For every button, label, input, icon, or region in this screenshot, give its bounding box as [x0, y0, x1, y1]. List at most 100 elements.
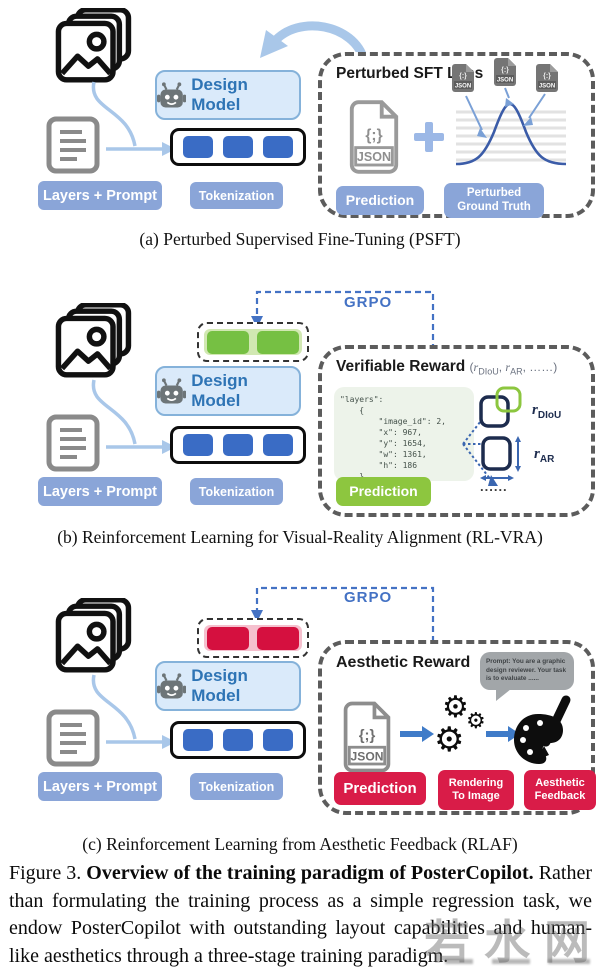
ground-truth-line2: Ground Truth [457, 200, 531, 213]
token [183, 136, 213, 158]
figure-caption: Figure 3. Overview of the training parad… [9, 860, 592, 970]
tokenization-label: Tokenization [190, 182, 283, 209]
grpo-label: GRPO [344, 294, 393, 311]
document-icon [46, 414, 100, 472]
perturbed-sft-loss-box: Perturbed SFT Loss {;} JSON [318, 52, 595, 218]
token [223, 434, 253, 456]
svg-text:{;}: {;} [365, 127, 382, 144]
grpo-feedback-path [251, 586, 435, 642]
design-model-label: Design Model [191, 371, 248, 410]
tokenization-label: Tokenization [190, 773, 283, 800]
token [263, 136, 293, 158]
mini-json-file-icon: {:} JSON {:} JSON {:} JSON [452, 58, 558, 92]
design-model-box: Design Model [155, 366, 301, 416]
json-file-icon: {;} JSON [349, 100, 399, 174]
design-model-box: Design Model [155, 70, 301, 120]
aspect-ratio-icon [480, 436, 521, 481]
diou-reward-label: rDIoU [532, 402, 562, 421]
rendering-to-image-label: Rendering To Image [438, 770, 514, 810]
caption-panel-a: (a) Perturbed Supervised Fine-Tuning (PS… [139, 229, 461, 249]
svg-text:{:}: {:} [543, 73, 551, 80]
ground-truth-line1: Perturbed [466, 187, 522, 200]
output-token [207, 330, 249, 354]
watermark: 若水网 [424, 916, 600, 968]
feedback-line2: Feedback [534, 790, 586, 802]
token [183, 729, 213, 751]
gears-icon: ⚙ ⚙ ⚙ [434, 691, 486, 759]
layers-prompt-label: Layers + Prompt [38, 477, 162, 506]
tokenization-strip [170, 426, 306, 464]
perturbed-ground-truth-label: Perturbed Ground Truth [444, 183, 544, 218]
svg-text:JSON: JSON [455, 84, 471, 90]
svg-text:JSON: JSON [351, 749, 384, 763]
reviewer-prompt-bubble: Prompt: You are a graphic design reviewe… [480, 652, 574, 701]
flow-connector [91, 81, 176, 156]
ar-reward-label: rAR [534, 446, 555, 465]
svg-text:JSON: JSON [357, 150, 391, 164]
design-model-box: Design Model [155, 661, 301, 711]
svg-text:{;}: {;} [359, 728, 376, 744]
arrow-right-icon [486, 726, 520, 742]
prediction-label: Prediction [336, 186, 424, 215]
output-token [257, 626, 299, 650]
watermark-subtext [548, 959, 590, 964]
token [263, 729, 293, 751]
arrow-right-icon [400, 726, 434, 742]
figure-caption-body: Rather than formulating the training pro… [9, 862, 592, 967]
image-stack-icon [55, 8, 132, 83]
image-stack-icon [55, 598, 132, 673]
layers-prompt-label: Layers + Prompt [38, 772, 162, 801]
watermark-subtext [492, 959, 530, 964]
document-icon [46, 116, 100, 174]
reward-title-main: Verifiable Reward [336, 358, 466, 375]
diou-overlap-icon [479, 386, 522, 428]
prediction-label: Prediction [336, 477, 431, 506]
curved-arrow-icon [260, 21, 369, 65]
robot-icon [157, 377, 187, 404]
feedback-line1: Aesthetic [535, 777, 585, 790]
figure-number: Figure 3. [9, 862, 87, 884]
perturbed-gaussian-chart: {:} JSON {:} JSON {:} JSON [452, 58, 567, 166]
aesthetic-reward-box: Aesthetic Reward Prompt: You are a graph… [318, 640, 596, 815]
svg-text:JSON: JSON [497, 78, 513, 84]
svg-text:JSON: JSON [539, 84, 555, 90]
watermark-subtext [445, 959, 473, 964]
caption-panel-b: (b) Reinforcement Learning for Visual-Re… [57, 527, 543, 547]
caption-panel-c: (c) Reinforcement Learning from Aestheti… [82, 834, 518, 854]
token [223, 729, 253, 751]
design-model-label: Design Model [191, 666, 248, 705]
grpo-label: GRPO [344, 589, 393, 606]
document-icon [46, 709, 100, 767]
rendering-line1: Rendering [448, 777, 504, 790]
reward-box-title: Verifiable Reward (rDIoU, rAR, ……) [336, 358, 557, 376]
flow-connector [91, 674, 176, 749]
image-stack-icon [55, 303, 132, 378]
layers-prompt-label: Layers + Prompt [38, 181, 162, 210]
rendering-line2: To Image [452, 790, 500, 802]
output-token [257, 330, 299, 354]
svg-text:{:}: {:} [501, 67, 509, 74]
robot-icon [157, 81, 187, 108]
tokenization-strip [170, 128, 306, 166]
token [223, 136, 253, 158]
more-rewards-ellipsis: ...... [480, 479, 508, 494]
reward-box-title: Aesthetic Reward [336, 654, 471, 671]
output-token-box [197, 322, 309, 362]
token [263, 434, 293, 456]
aesthetic-feedback-label: Aesthetic Feedback [524, 770, 596, 810]
tokenization-label: Tokenization [190, 478, 283, 505]
palette-brush-icon [514, 695, 571, 764]
flow-connector [91, 379, 176, 454]
prediction-label: Prediction [334, 772, 426, 805]
design-model-label: Design Model [191, 75, 248, 114]
output-token-box [197, 618, 309, 658]
token [183, 434, 213, 456]
output-token [207, 626, 249, 650]
loss-box-title: Perturbed SFT Loss [336, 65, 484, 82]
svg-text:{:}: {:} [459, 73, 467, 80]
figure-caption-bold: Overview of the training paradigm of Pos… [86, 862, 534, 884]
reward-title-args: (rDIoU, rAR, ……) [469, 360, 558, 377]
prediction-json-code: "layers": { "image_id": 2, "x": 967, "y"… [334, 387, 474, 481]
tokenization-strip [170, 721, 306, 759]
